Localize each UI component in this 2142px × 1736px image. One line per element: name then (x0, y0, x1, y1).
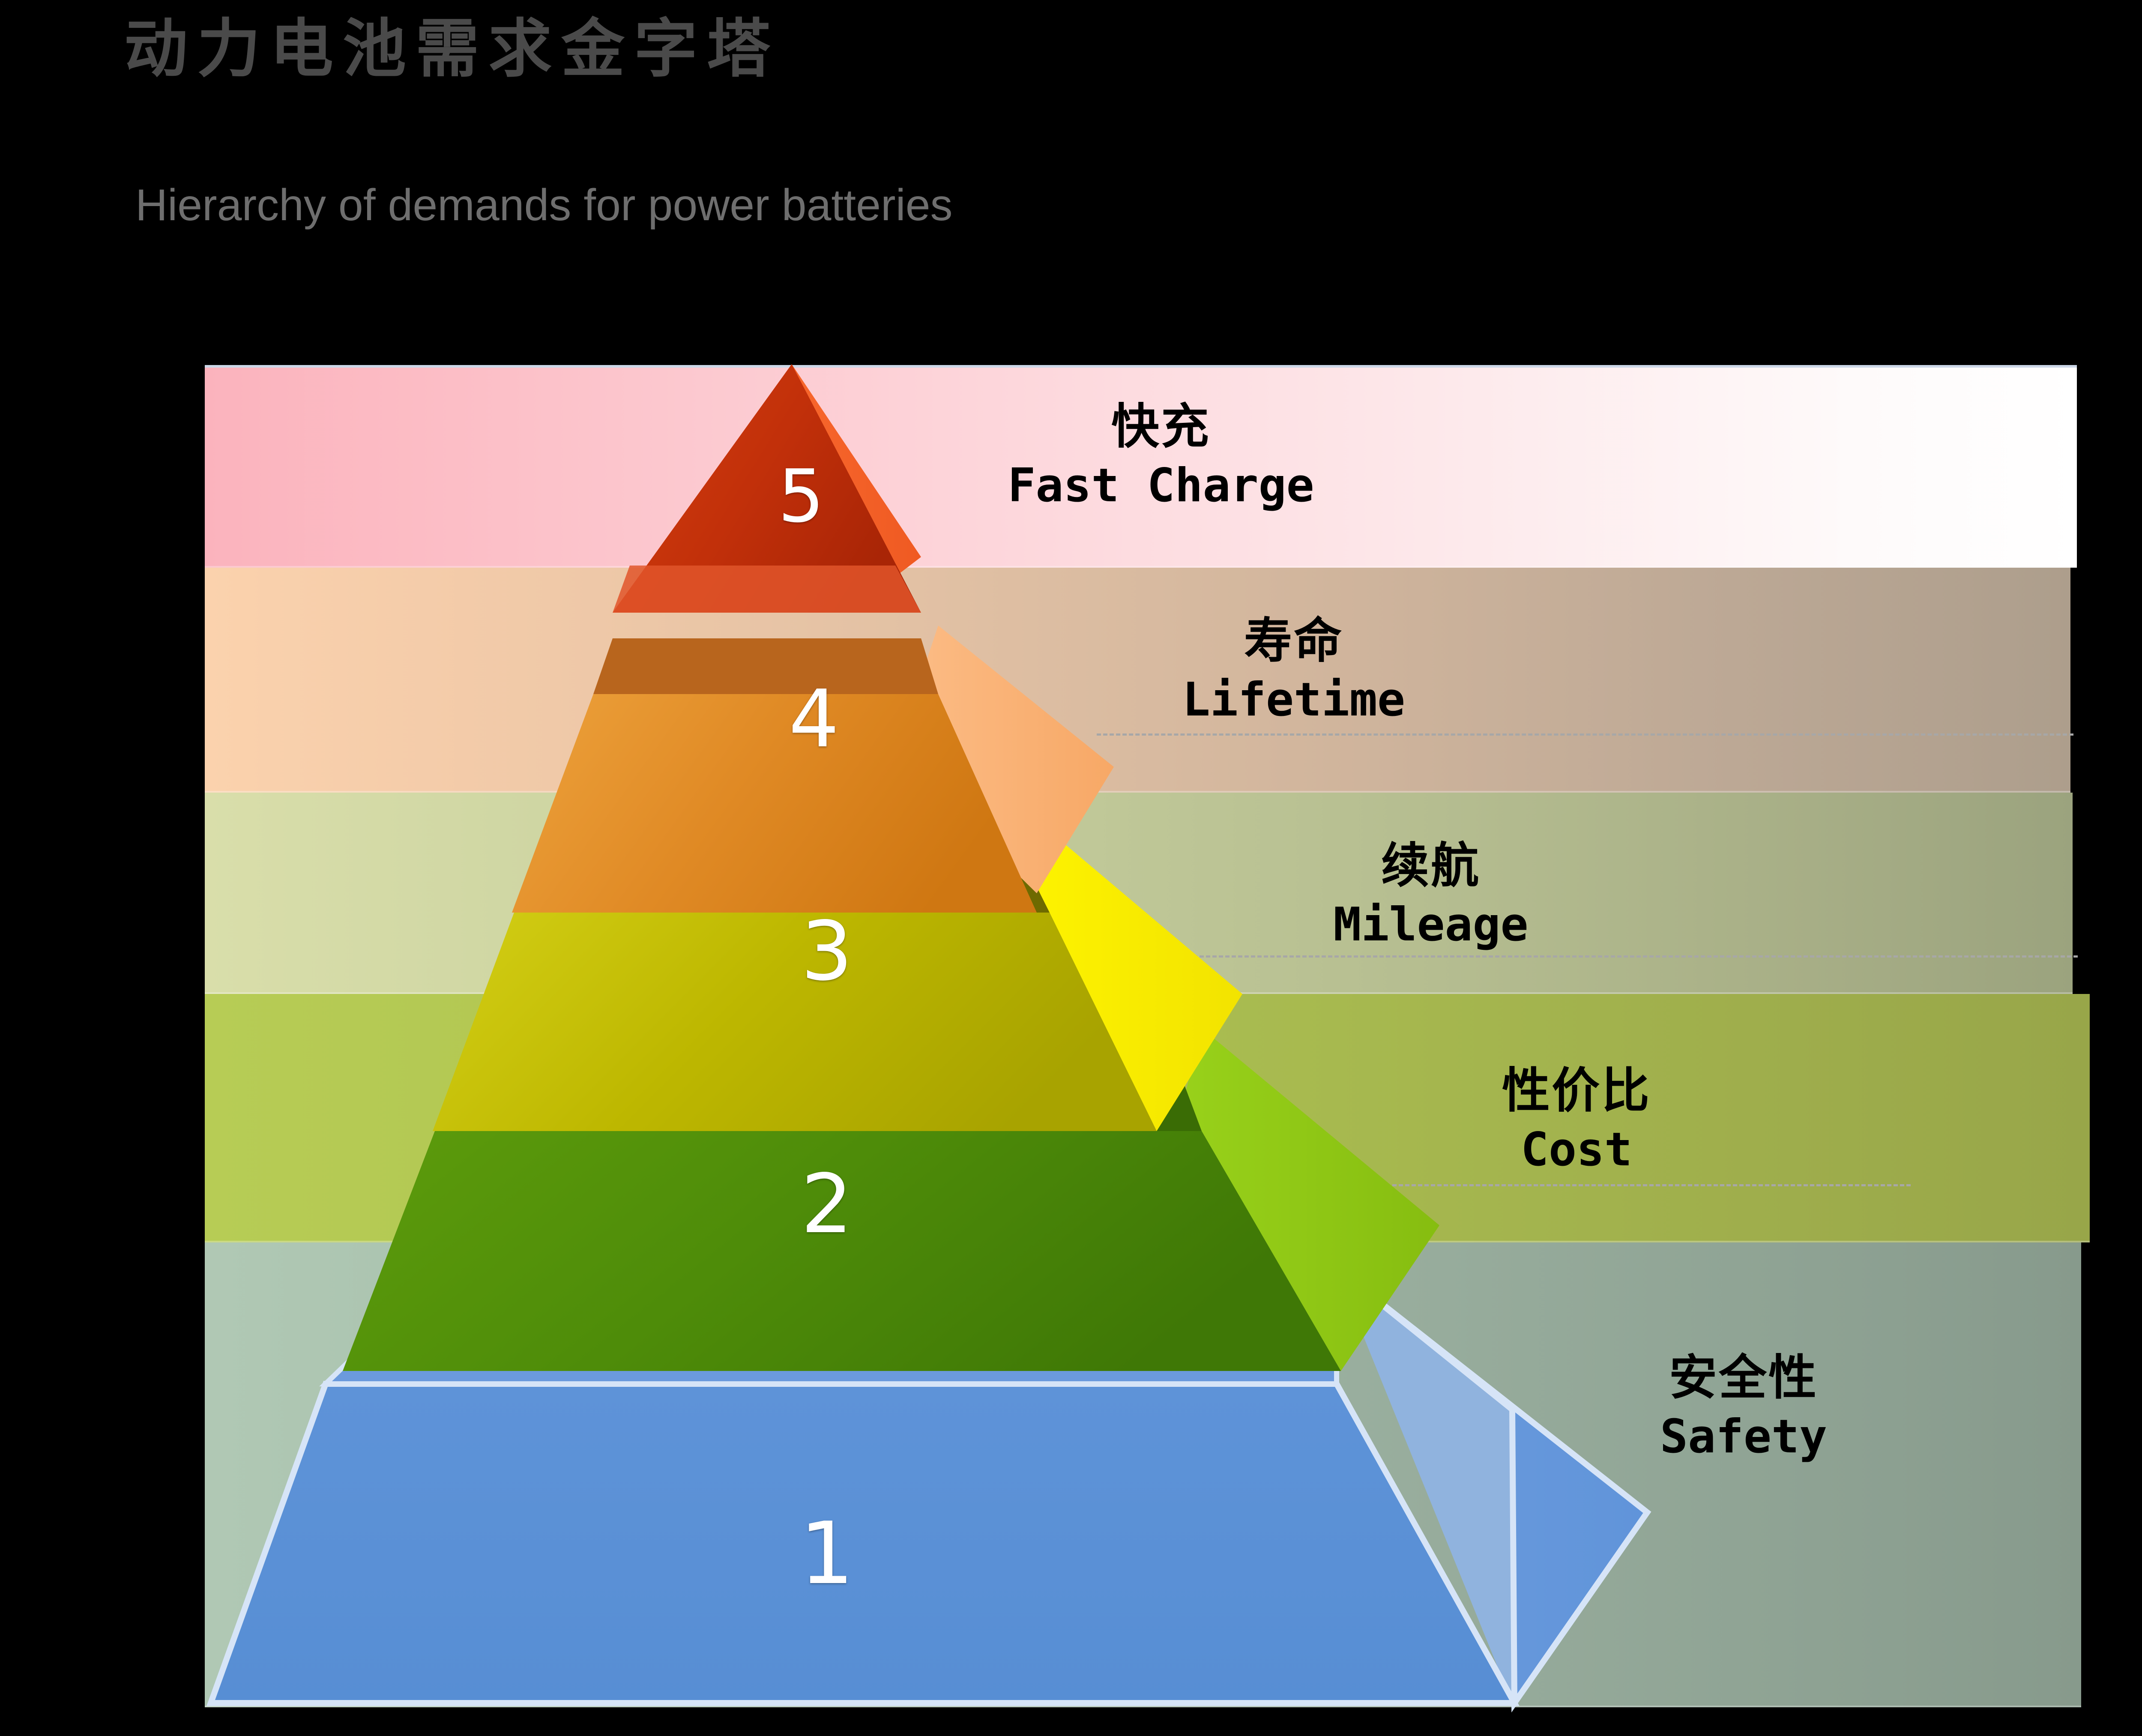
label-level-3: 续航 Mileage (1195, 838, 1666, 956)
top-divider-rule (205, 365, 2077, 369)
band-level-4 (205, 568, 2070, 793)
pyramid-tier-5 (613, 364, 921, 613)
label-level-2: 性价比 Cost (1341, 1063, 1812, 1181)
page-subtitle: Hierarchy of demands for power batteries (135, 180, 953, 230)
label-level-4: 寿命 Lifetime (1058, 613, 1529, 731)
label-level-4-cn: 寿命 (1244, 613, 1343, 669)
tier-number-1: 1 (799, 1504, 854, 1604)
tier-number-3: 3 (801, 904, 853, 999)
label-level-1-en: Safety (1660, 1410, 1828, 1464)
label-level-5-en: Fast Charge (1008, 459, 1314, 513)
label-level-3-en: Mileage (1333, 898, 1529, 952)
label-level-4-en: Lifetime (1182, 673, 1406, 727)
tier-number-2: 2 (801, 1157, 853, 1251)
label-level-1: 安全性 Safety (1508, 1350, 1979, 1468)
dash-rule-level-3 (1097, 955, 2078, 958)
page-title: 动力电池需求金字塔 (124, 14, 780, 84)
label-level-5: 快充 Fast Charge (925, 398, 1397, 517)
tier-number-5: 5 (778, 454, 825, 539)
label-level-5-cn: 快充 (1111, 399, 1211, 455)
label-level-1-cn: 安全性 (1669, 1350, 1818, 1406)
dash-rule-level-4 (1097, 733, 2073, 736)
label-level-2-cn: 性价比 (1502, 1063, 1651, 1119)
pyramid-tier-4 (512, 626, 1114, 913)
tier-number-4: 4 (789, 673, 839, 765)
label-level-2-en: Cost (1520, 1123, 1633, 1177)
label-level-3-cn: 续航 (1381, 838, 1481, 894)
dash-rule-level-2 (1097, 1184, 1911, 1186)
band-level-5 (205, 368, 2077, 568)
